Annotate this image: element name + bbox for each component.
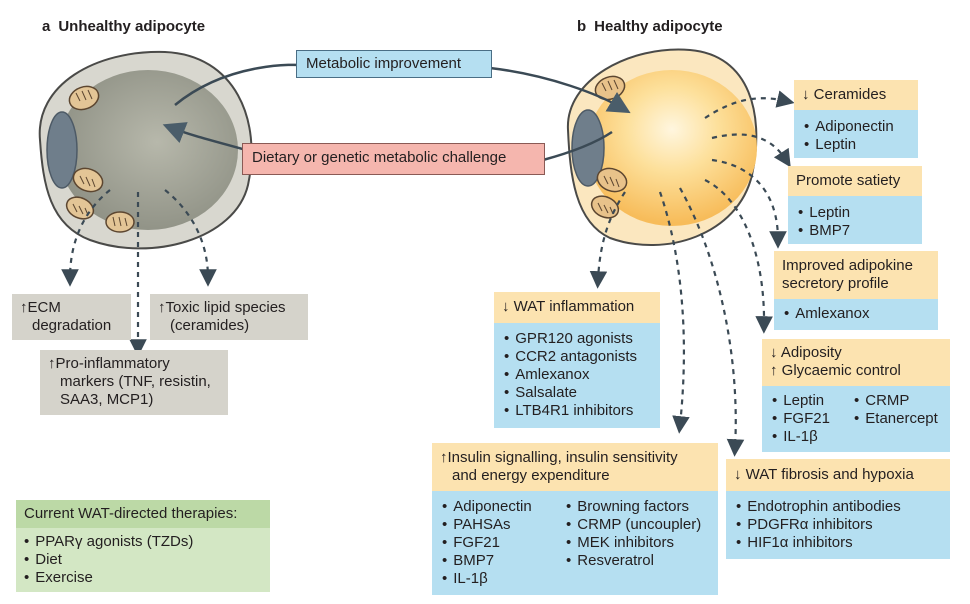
unhealthy-cell — [38, 50, 253, 357]
panel-b-title: Healthy adipocyte — [594, 18, 723, 35]
panel-title-a: a Unhealthy adipocyte — [42, 18, 205, 35]
wat-inflammation-item: Salsalate — [504, 384, 650, 402]
wat-inflammation-item: LTB4R1 inhibitors — [504, 402, 650, 420]
wat-inflammation-title-box: ↓ WAT inflammation — [494, 292, 660, 323]
fibrosis-title: ↓ WAT fibrosis and hypoxia — [734, 466, 914, 483]
insulin-item: BMP7 — [442, 552, 566, 570]
wat-inflammation-item: CCR2 antagonists — [504, 348, 650, 366]
fibrosis-title-box: ↓ WAT fibrosis and hypoxia — [726, 459, 950, 491]
toxic-lipid-box: ↑Toxic lipid species (ceramides) — [150, 294, 308, 340]
fibrosis-item: PDGFRα inhibitors — [736, 516, 940, 534]
ceramides-title: ↓ Ceramides — [802, 86, 887, 103]
ecm-line-2: degradation — [32, 317, 112, 334]
adiposity-title-line-2: ↑ Glycaemic control — [770, 362, 901, 379]
therapy-item: Diet — [24, 551, 262, 569]
insulin-col-right: Browning factors CRMP (uncoupler) MEK in… — [566, 498, 701, 588]
metabolic-challenge-label: Dietary or genetic metabolic challenge — [242, 143, 545, 175]
insulin-item: PAHSAs — [442, 516, 566, 534]
ecm-degradation-box: ↑ECM degradation — [12, 294, 131, 340]
adipokine-list: Amlexanox — [774, 299, 938, 330]
insulin-item: Browning factors — [566, 498, 701, 516]
adipokine-title-line-1: Improved adipokine — [782, 257, 913, 274]
adiposity-item: Leptin — [772, 392, 854, 410]
adiposity-item: Etanercept — [854, 410, 938, 428]
toxic-lipid-line-1: ↑Toxic lipid species — [158, 299, 286, 316]
adiposity-item: CRMP — [854, 392, 938, 410]
metabolic-improvement-text: Metabolic improvement — [306, 55, 462, 72]
satiety-item: Leptin — [798, 204, 912, 222]
insulin-item: MEK inhibitors — [566, 534, 701, 552]
wat-inflammation-title: ↓ WAT inflammation — [502, 298, 635, 315]
pro-inflammatory-line-3: SAA3, MCP1) — [60, 391, 154, 408]
therapies-title-box: Current WAT-directed therapies: — [16, 500, 270, 528]
insulin-col-left: Adiponectin PAHSAs FGF21 BMP7 IL-1β — [442, 498, 566, 588]
therapies-title: Current WAT-directed therapies: — [24, 505, 238, 522]
pro-inflammatory-line-2: markers (TNF, resistin, — [60, 373, 211, 390]
adipokine-title-line-2: secretory profile — [782, 275, 889, 292]
satiety-list: Leptin BMP7 — [788, 196, 922, 244]
adiposity-title-box: ↓ Adiposity ↑ Glycaemic control — [762, 339, 950, 386]
insulin-item: IL-1β — [442, 570, 566, 588]
adiposity-columns: Leptin FGF21 IL-1β CRMP Etanercept — [772, 392, 940, 446]
therapy-item: Exercise — [24, 569, 262, 587]
adipokine-item: Amlexanox — [784, 305, 928, 323]
metabolic-improvement-label: Metabolic improvement — [296, 50, 492, 78]
fibrosis-item: Endotrophin antibodies — [736, 498, 940, 516]
satiety-item: BMP7 — [798, 222, 912, 240]
nucleus-icon — [46, 111, 78, 189]
fibrosis-item: HIF1α inhibitors — [736, 534, 940, 552]
pro-inflammatory-box: ↑Pro-inflammatory markers (TNF, resistin… — [40, 350, 228, 415]
ecm-line-1: ↑ECM — [20, 299, 61, 316]
pro-inflammatory-line-1: ↑Pro-inflammatory — [48, 355, 170, 372]
insulin-item: Resveratrol — [566, 552, 701, 570]
therapy-item: PPARγ agonists (TZDs) — [24, 533, 262, 551]
insulin-list: Adiponectin PAHSAs FGF21 BMP7 IL-1β Brow… — [432, 491, 718, 595]
ceramides-item: Adiponectin — [804, 118, 908, 136]
metabolic-challenge-text: Dietary or genetic metabolic challenge — [252, 149, 507, 166]
insulin-title-box: ↑Insulin signalling, insulin sensitivity… — [432, 443, 718, 491]
wat-inflammation-list: GPR120 agonists CCR2 antagonists Amlexan… — [494, 323, 660, 428]
adipokine-title-box: Improved adipokine secretory profile — [774, 251, 938, 299]
panel-a-title: Unhealthy adipocyte — [58, 18, 206, 35]
adiposity-col-right: CRMP Etanercept — [854, 392, 938, 446]
ceramides-list: Adiponectin Leptin — [794, 110, 918, 158]
panel-title-b: b Healthy adipocyte — [577, 18, 723, 35]
satiety-title-box: Promote satiety — [788, 166, 922, 196]
fibrosis-list: Endotrophin antibodies PDGFRα inhibitors… — [726, 491, 950, 559]
adiposity-title-line-1: ↓ Adiposity — [770, 344, 842, 361]
adiposity-item: IL-1β — [772, 428, 854, 446]
wat-inflammation-item: GPR120 agonists — [504, 330, 650, 348]
insulin-title-line-1: ↑Insulin signalling, insulin sensitivity — [440, 449, 678, 466]
insulin-item: FGF21 — [442, 534, 566, 552]
insulin-columns: Adiponectin PAHSAs FGF21 BMP7 IL-1β Brow… — [442, 498, 708, 588]
adiposity-list: Leptin FGF21 IL-1β CRMP Etanercept — [762, 386, 950, 452]
wat-inflammation-item: Amlexanox — [504, 366, 650, 384]
adiposity-col-left: Leptin FGF21 IL-1β — [772, 392, 854, 446]
insulin-item: Adiponectin — [442, 498, 566, 516]
therapies-list: PPARγ agonists (TZDs) Diet Exercise — [16, 528, 270, 592]
insulin-item: CRMP (uncoupler) — [566, 516, 701, 534]
ceramides-item: Leptin — [804, 136, 908, 154]
insulin-title-line-2: and energy expenditure — [452, 467, 610, 484]
panel-letter-b: b — [577, 18, 587, 35]
ceramides-title-box: ↓ Ceramides — [794, 80, 918, 110]
toxic-lipid-line-2: (ceramides) — [170, 317, 250, 334]
adiposity-item: FGF21 — [772, 410, 854, 428]
panel-letter-a: a — [42, 18, 51, 35]
satiety-title: Promote satiety — [796, 172, 901, 189]
nucleus-icon — [571, 109, 605, 187]
